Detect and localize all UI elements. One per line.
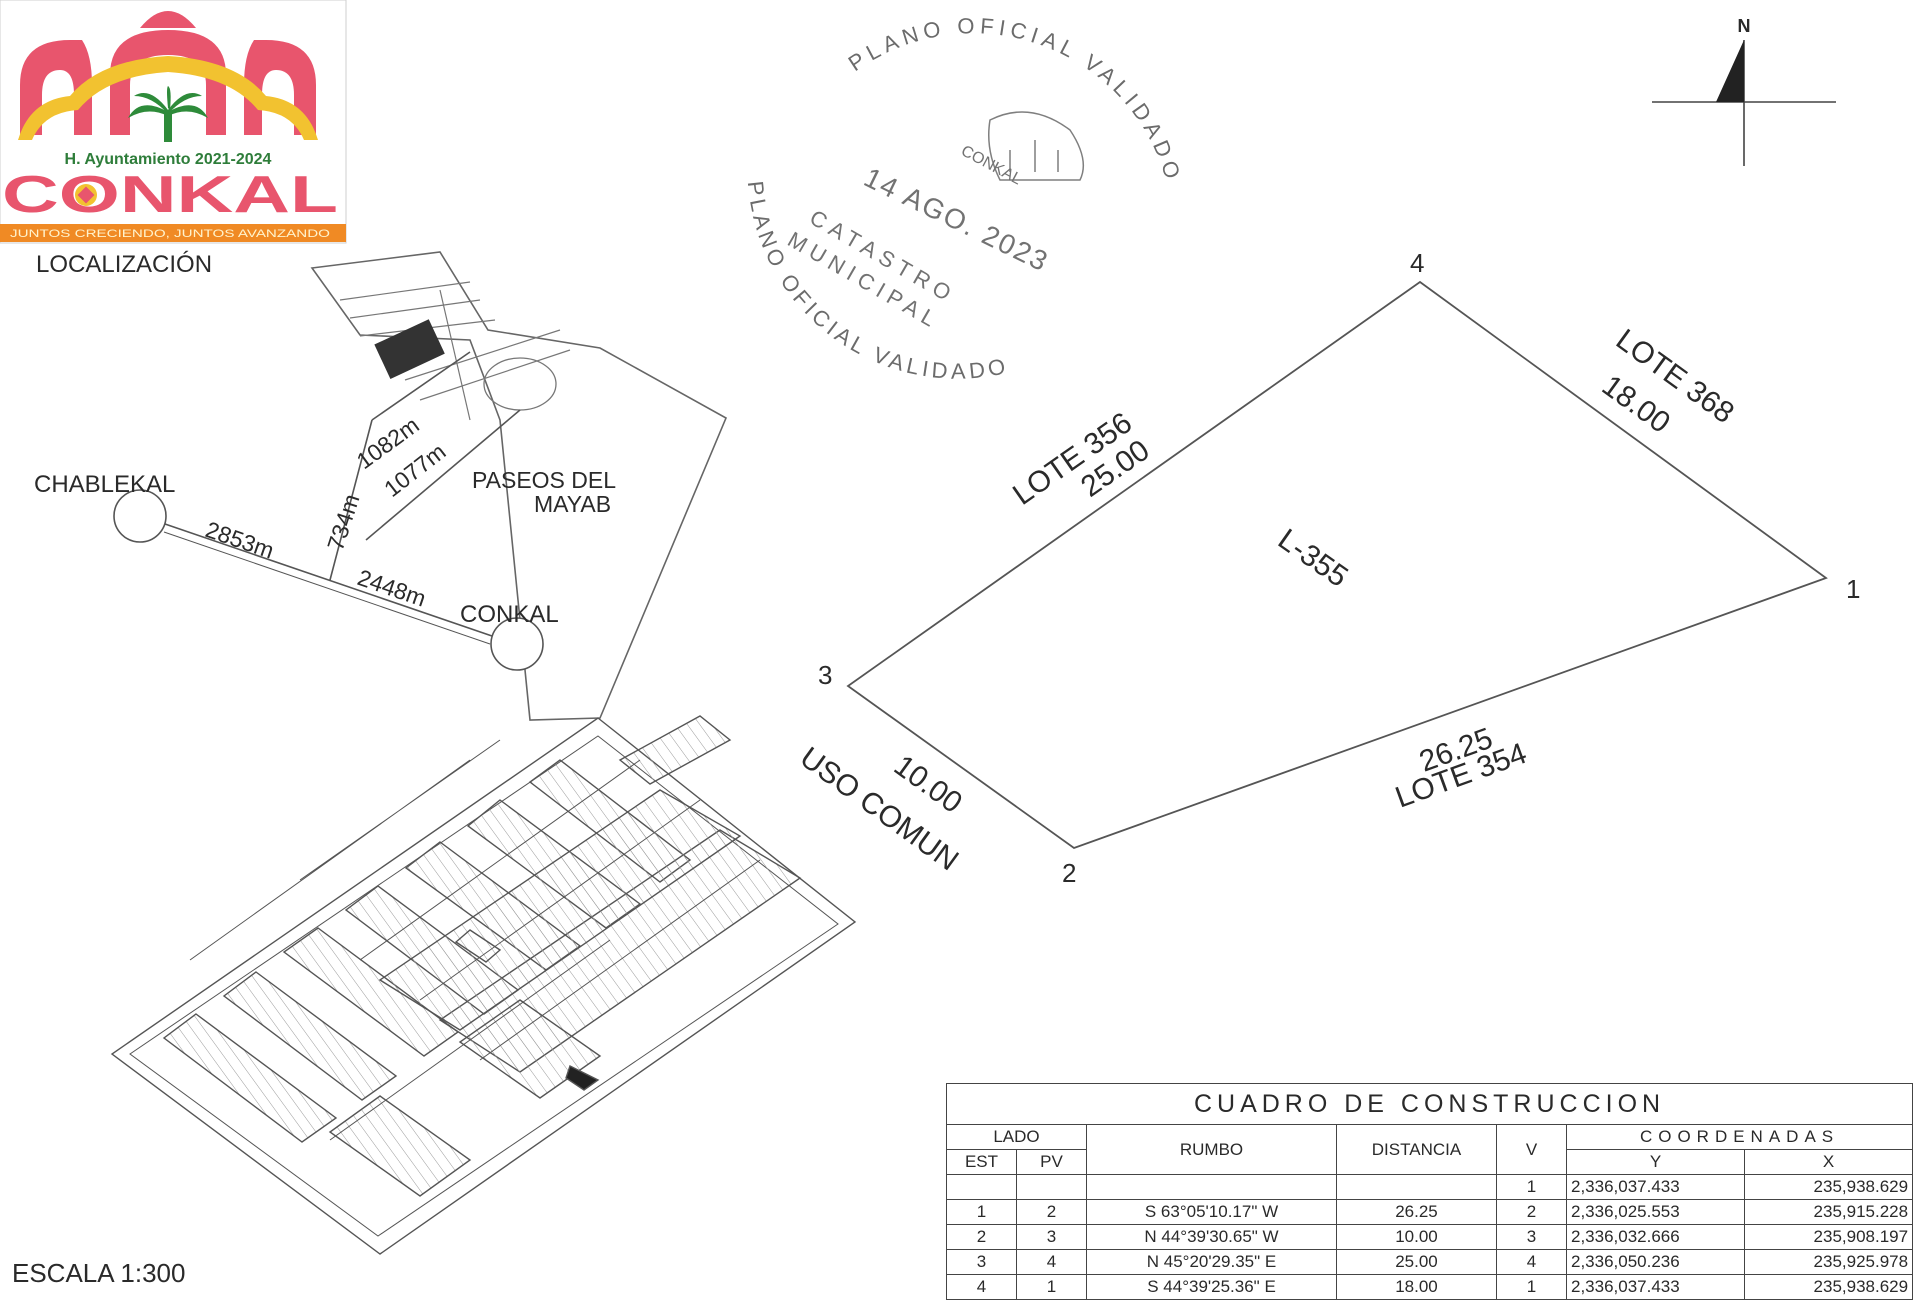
construction-table: CUADRO DE CONSTRUCCION LADO RUMBO DISTAN…: [945, 1083, 1914, 1300]
header-x: X: [1743, 1149, 1914, 1175]
distance-2853: 2853m: [202, 516, 277, 563]
cell-v: 3: [1496, 1224, 1567, 1250]
chablekal-label: CHABLEKAL: [34, 471, 175, 498]
header-coordenadas: COORDENADAS: [1565, 1124, 1914, 1150]
subdivision-boundary: [110, 717, 857, 1255]
cell-est: 1: [946, 1199, 1017, 1225]
logo-o-emblem: [75, 184, 97, 206]
vertex-4: 4: [1410, 248, 1424, 278]
logo-palm-icon: [128, 86, 208, 142]
logo-slogan: JUNTOS CRECIENDO, JUNTOS AVANZANDO: [10, 228, 331, 240]
cell-est: 3: [946, 1249, 1017, 1275]
header-distancia: DISTANCIA: [1336, 1124, 1497, 1175]
table-row: 1 2,336,037.433 235,938.629: [946, 1174, 1914, 1200]
north-arrow-icon: N: [1652, 16, 1836, 166]
chablekal-marker: [113, 489, 167, 543]
cell-est: 2: [946, 1224, 1017, 1250]
logo-slogan-bar: [0, 224, 346, 242]
stamp-seal-name: CONKAL: [958, 143, 1024, 189]
cell-pv: [1016, 1174, 1087, 1200]
lot-rows: [162, 715, 802, 1197]
logo-council: H. Ayuntamiento 2021-2024: [65, 151, 272, 168]
lot-355-marker: [565, 1065, 600, 1091]
road-chablekal-conkal: [164, 523, 493, 637]
cell-distancia: [1336, 1174, 1497, 1200]
cell-rumbo: [1086, 1174, 1337, 1200]
official-stamp: PLANO OFICIAL VALIDADO PLANO OFICIAL VAL…: [743, 13, 1187, 384]
cell-pv: 2: [1016, 1199, 1087, 1225]
header-v: V: [1496, 1124, 1567, 1175]
vertex-1: 1: [1846, 574, 1860, 604]
stamp-seal: CONKAL: [958, 111, 1085, 189]
cell-y: 2,336,025.553: [1566, 1199, 1745, 1225]
cell-y: 2,336,037.433: [1566, 1174, 1745, 1200]
cell-rumbo: S 63°05'10.17" W: [1086, 1199, 1337, 1225]
header-pv: PV: [1016, 1149, 1087, 1175]
cell-y: 2,336,037.433: [1566, 1274, 1745, 1300]
logo-name: CONKAL: [2, 166, 338, 224]
cell-pv: 1: [1016, 1274, 1087, 1300]
cell-v: 1: [1496, 1274, 1567, 1300]
cell-v: 2: [1496, 1199, 1567, 1225]
header-est: EST: [946, 1149, 1017, 1175]
cell-distancia: 18.00: [1336, 1274, 1497, 1300]
cell-distancia: 10.00: [1336, 1224, 1497, 1250]
lot-location-marker: [374, 319, 445, 379]
cell-rumbo: N 45°20'29.35" E: [1086, 1249, 1337, 1275]
cell-x: 235,915.228: [1743, 1199, 1914, 1225]
cell-rumbo: N 44°39'30.65" W: [1086, 1224, 1337, 1250]
cell-pv: 4: [1016, 1249, 1087, 1275]
cell-x: 235,938.629: [1743, 1174, 1914, 1200]
table-row: 3 4 N 45°20'29.35" E 25.00 4 2,336,050.2…: [946, 1249, 1914, 1275]
cell-est: 4: [946, 1274, 1017, 1300]
distance-734: 734m: [322, 491, 365, 554]
lot-355-boundary: [846, 280, 1828, 850]
cell-y: 2,336,050.236: [1566, 1249, 1745, 1275]
cell-distancia: 25.00: [1336, 1249, 1497, 1275]
cell-x: 235,908.197: [1743, 1224, 1914, 1250]
cell-v: 4: [1496, 1249, 1567, 1275]
paseos-label-2: MAYAB: [534, 491, 611, 517]
table-row: 4 1 S 44°39'25.36" E 18.00 1 2,336,037.4…: [946, 1274, 1914, 1300]
conkal-logo: H. Ayuntamiento 2021-2024 CONKAL JUNTOS …: [0, 0, 347, 244]
distance-2448: 2448m: [354, 564, 429, 611]
road-north: [329, 419, 373, 581]
subdivision-blocks: [110, 715, 857, 1255]
vertex-3: 3: [818, 660, 832, 690]
location-title: LOCALIZACIÓN: [36, 251, 212, 278]
table-row: 1 2 S 63°05'10.17" W 26.25 2 2,336,025.5…: [946, 1199, 1914, 1225]
cell-rumbo: S 44°39'25.36" E: [1086, 1274, 1337, 1300]
scale-label: ESCALA 1:300: [12, 1258, 185, 1288]
lot-id: L-355: [1272, 523, 1354, 594]
cell-v: 1: [1496, 1174, 1567, 1200]
header-rumbo: RUMBO: [1086, 1124, 1337, 1175]
header-y: Y: [1566, 1149, 1745, 1175]
logo-yellow-band: [18, 56, 318, 140]
location-map: LOCALIZACIÓN CHABLEKAL CONKAL PASEOS DEL…: [34, 251, 728, 721]
cell-est: [946, 1174, 1017, 1200]
lot-polygon: 1 2 3 4 L-355 LOTE 356 25.00 LOTE 368 18…: [794, 248, 1861, 888]
cell-y: 2,336,032.666: [1566, 1224, 1745, 1250]
table-title: CUADRO DE CONSTRUCCION: [945, 1083, 1914, 1125]
conkal-marker: [490, 617, 544, 671]
table-row: 2 3 N 44°39'30.65" W 10.00 3 2,336,032.6…: [946, 1224, 1914, 1250]
header-lado: LADO: [946, 1124, 1087, 1150]
vertex-2: 2: [1062, 858, 1076, 888]
cell-pv: 3: [1016, 1224, 1087, 1250]
conkal-label: CONKAL: [460, 601, 559, 628]
cell-x: 235,938.629: [1743, 1274, 1914, 1300]
north-label: N: [1738, 16, 1751, 36]
stamp-top-text: PLANO OFICIAL VALIDADO: [844, 13, 1187, 186]
cell-distancia: 26.25: [1336, 1199, 1497, 1225]
paseos-label-1: PASEOS DEL: [472, 467, 616, 493]
cell-x: 235,925.978: [1743, 1249, 1914, 1275]
